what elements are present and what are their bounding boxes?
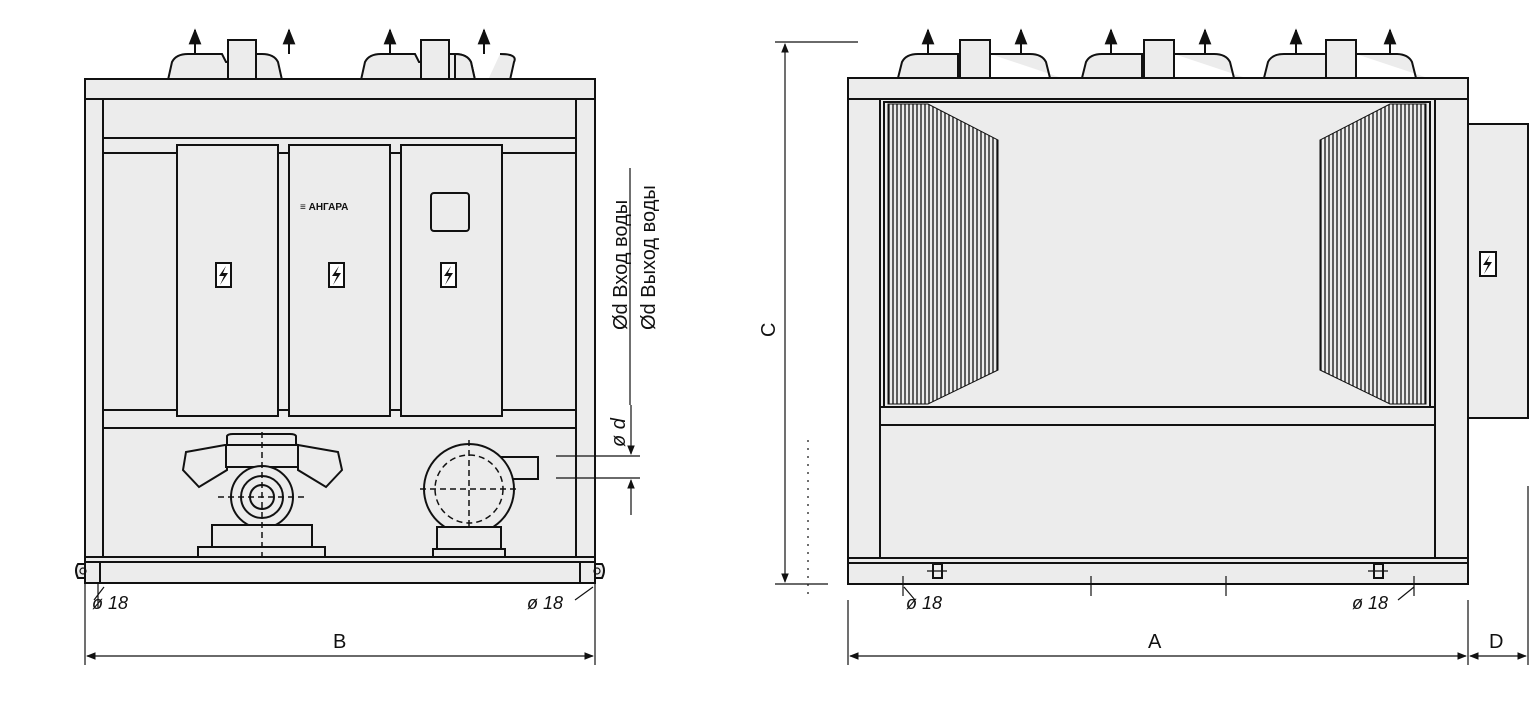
lifting-lug [75, 563, 87, 579]
lifting-lug [593, 563, 605, 579]
hole-diameter-label: ø 18 [92, 593, 128, 613]
pipe-diameter-label: ø d [608, 417, 630, 447]
lightning-bolt-icon [1479, 251, 1497, 277]
dimension-d-label: D [1489, 631, 1503, 653]
dimension-c-label: C [758, 323, 780, 337]
fin-block-right [1319, 103, 1427, 405]
circulation-motor [420, 440, 539, 558]
lightning-bolt-icon [215, 262, 232, 288]
fan-housing-right-1 [886, 39, 1062, 79]
side-control-box [1467, 123, 1529, 419]
front-view: ≡ АНГАРА [75, 28, 660, 665]
lifting-lug [927, 563, 947, 579]
brand-logo: ≡ АНГАРА [300, 202, 348, 213]
fan-housing-left-1 [155, 39, 295, 81]
lightning-bolt-icon [440, 262, 457, 288]
hole-diameter-label: ø 18 [527, 593, 563, 613]
fan-housing-left-2 [348, 39, 516, 81]
water-inlet-label: Ød Вход воды [610, 200, 632, 330]
fin-block-left [887, 103, 999, 405]
hole-diameter-label: ø 18 [906, 593, 942, 613]
control-display [430, 192, 470, 232]
lightning-bolt-icon [328, 262, 345, 288]
side-view: ø 18 ø 18 A D C [758, 28, 1529, 665]
water-outlet-label: Ød Выход воды [638, 185, 660, 330]
dimension-b-label: B [333, 631, 346, 653]
fan-housing-right-2 [1070, 39, 1246, 79]
lifting-lug [1368, 563, 1388, 579]
fan-housing-right-3 [1252, 39, 1428, 79]
water-pump [181, 432, 344, 560]
hole-diameter-label: ø 18 [1352, 593, 1388, 613]
dimension-a-label: A [1148, 631, 1162, 653]
